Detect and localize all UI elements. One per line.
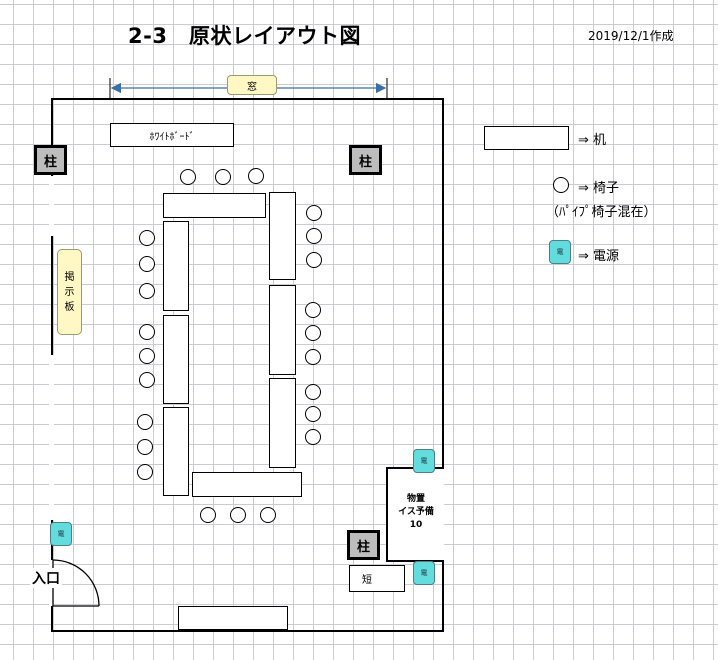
- chair: [139, 230, 155, 246]
- legend-chair-swatch: [553, 177, 569, 193]
- chair: [139, 372, 155, 388]
- chair: [305, 302, 321, 318]
- pillar-top-left: 柱: [34, 145, 67, 175]
- pillar-bottom-right: 柱: [347, 530, 380, 560]
- desk-left-1: [163, 221, 189, 311]
- left-wall-gap-lower: [49, 355, 54, 520]
- legend-outlet-icon: 電: [549, 240, 571, 264]
- pillar-top-right: 柱: [349, 145, 382, 175]
- desk-bottom: [192, 472, 302, 497]
- desk-right-3: [269, 378, 296, 468]
- desk-right-2: [269, 285, 296, 375]
- chair: [137, 439, 153, 455]
- outlet-icon: 電: [413, 561, 435, 585]
- chair: [305, 349, 321, 365]
- chair: [139, 283, 155, 299]
- chair: [230, 507, 246, 523]
- chair: [180, 169, 196, 185]
- desk-bottom-wall: [178, 606, 288, 630]
- chair: [200, 507, 216, 523]
- storage-door: [386, 480, 388, 550]
- legend-chair-note: （ﾊﾟｲﾌﾟ椅子混在）: [546, 205, 657, 220]
- chair: [215, 169, 231, 185]
- chair: [139, 348, 155, 364]
- page-title: 2-3 原状レイアウト図: [128, 24, 361, 48]
- storage-label: 物置 イス予備 10: [398, 494, 434, 530]
- notice-board: 掲 示 板: [57, 249, 82, 335]
- chair: [139, 256, 155, 272]
- chair: [137, 464, 153, 480]
- legend-desk-swatch: [484, 126, 569, 150]
- entrance-label: 入口: [30, 568, 62, 588]
- chair: [305, 429, 321, 445]
- notice-board-label: 掲 示 板: [64, 271, 75, 313]
- chair: [305, 384, 321, 400]
- desk-left-2: [163, 315, 189, 404]
- whiteboard: ﾎﾜｲﾄﾎﾞｰﾄﾞ: [110, 123, 234, 147]
- window-label: 窓: [227, 75, 277, 95]
- chair: [306, 252, 322, 268]
- chair: [305, 325, 321, 341]
- left-wall-gap: [49, 176, 54, 236]
- legend-chair-text: ⇒ 椅子: [578, 181, 620, 196]
- desk-left-3: [163, 407, 189, 496]
- chair: [139, 324, 155, 340]
- outlet-icon: 電: [50, 522, 72, 546]
- chair: [137, 414, 153, 430]
- legend-desk-text: ⇒ 机: [578, 133, 607, 148]
- desk-right-1: [269, 192, 296, 280]
- chair: [305, 406, 321, 422]
- entrance-door-arc: [52, 559, 100, 607]
- chair: [260, 507, 276, 523]
- created-date: 2019/12/1作成: [588, 29, 674, 43]
- chair: [306, 205, 322, 221]
- legend-outlet-text: ⇒ 電源: [578, 249, 620, 264]
- chair: [306, 228, 322, 244]
- chair: [248, 168, 264, 184]
- short-desk: 短: [349, 565, 405, 592]
- outlet-icon: 電: [413, 449, 435, 473]
- desk-top: [163, 193, 266, 218]
